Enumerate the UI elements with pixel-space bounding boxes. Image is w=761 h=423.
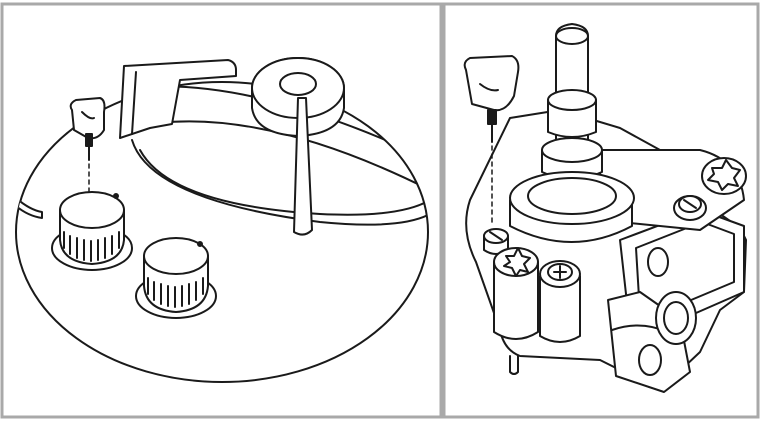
right-panel-border [442,2,760,419]
right-panel-illustration [463,23,747,393]
front-cylinder-torx [493,247,539,340]
left-panel-border [0,2,443,419]
left-panel-illustration [15,57,429,383]
bypass-adjust-screw [483,228,509,255]
front-cylinder-phillips [539,260,581,343]
control-knob-2 [135,237,217,319]
hand-screwdriver-icon-right [463,55,520,225]
hand-screwdriver-icon [69,97,106,219]
pan-support-bracket [119,59,237,139]
slot-screw-top [673,195,707,221]
valve-pin [509,355,519,375]
mounting-hole-1 [647,247,669,277]
valve-shaft [509,23,635,243]
torx-screw-top [701,157,747,195]
pan-support-leg [293,97,313,236]
cooktop-magnified-view [15,81,429,383]
control-knob-1 [51,191,133,271]
